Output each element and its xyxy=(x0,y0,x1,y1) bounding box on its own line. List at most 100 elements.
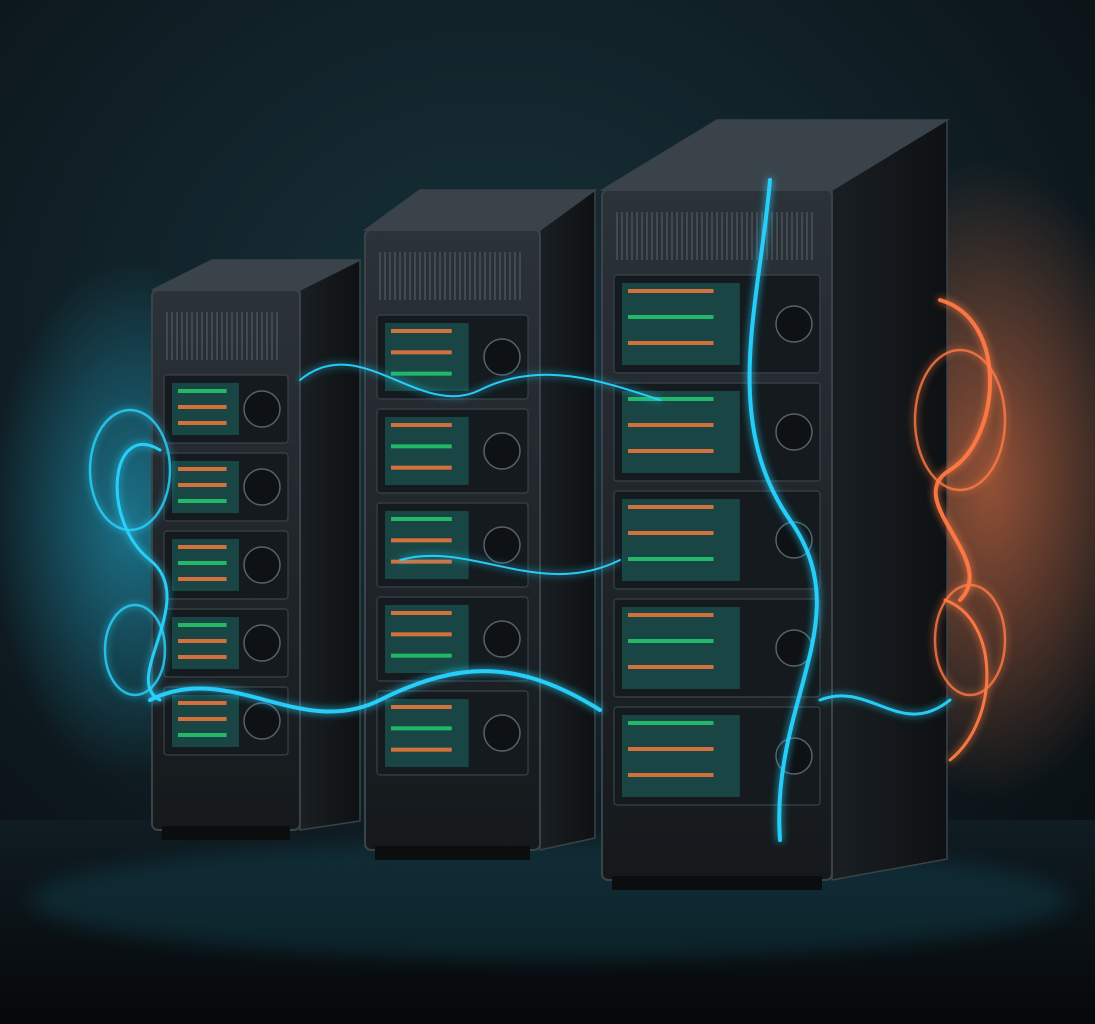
energy-loop xyxy=(913,348,1007,492)
status-led-strip xyxy=(628,747,714,751)
cooling-fan-icon xyxy=(483,620,521,658)
status-led-strip xyxy=(628,639,714,643)
status-led-strip xyxy=(178,389,227,393)
server-module xyxy=(376,690,529,776)
status-led-strip xyxy=(178,483,227,487)
server-module xyxy=(613,382,821,482)
status-led-strip xyxy=(628,423,714,427)
cooling-fan-icon xyxy=(243,546,281,584)
status-led-strip xyxy=(178,545,227,549)
status-led-strip xyxy=(628,505,714,509)
circuit-panel xyxy=(385,699,469,767)
status-led-strip xyxy=(391,653,452,658)
status-led-strip xyxy=(628,289,714,293)
status-led-strip xyxy=(391,444,452,449)
energy-cable-icon xyxy=(299,363,661,401)
vent-grille xyxy=(379,252,521,300)
status-led-strip xyxy=(628,341,714,345)
cooling-fan-icon xyxy=(483,338,521,376)
status-led-strip xyxy=(391,705,452,709)
status-led-strip xyxy=(628,665,714,669)
server-module xyxy=(163,374,289,444)
cooling-fan-icon xyxy=(483,432,521,470)
rack-side-panel xyxy=(539,188,596,851)
status-led-strip xyxy=(178,701,227,705)
server-module xyxy=(613,490,821,590)
status-led-strip xyxy=(178,733,227,737)
status-led-strip xyxy=(628,449,714,453)
vent-grille xyxy=(616,212,813,260)
rack-group xyxy=(151,118,950,890)
energy-cables xyxy=(88,178,1007,842)
circuit-panel xyxy=(622,391,740,473)
energy-loop xyxy=(88,408,172,532)
status-led-strip xyxy=(178,577,227,581)
status-led-strip xyxy=(628,721,714,725)
status-led-strip xyxy=(391,726,452,731)
status-led-strip xyxy=(628,613,714,617)
energy-cable-icon xyxy=(399,554,621,576)
cooling-fan-icon xyxy=(243,390,281,428)
energy-cable-icon xyxy=(933,298,992,602)
energy-cable-icon xyxy=(943,598,989,762)
cooling-fan-icon xyxy=(243,702,281,740)
energy-cable-icon xyxy=(148,669,602,714)
cooling-fan-icon xyxy=(243,624,281,662)
vent-grille xyxy=(166,312,278,360)
server-rack-1 xyxy=(151,258,361,840)
circuit-panel xyxy=(385,417,469,485)
rack-side-panel xyxy=(831,118,948,881)
circuit-panel xyxy=(385,605,469,673)
status-led-strip xyxy=(391,747,452,752)
server-module xyxy=(163,530,289,600)
server-module xyxy=(613,598,821,698)
cooling-fan-icon xyxy=(775,305,813,343)
status-led-strip xyxy=(628,397,714,401)
circuit-panel xyxy=(622,499,740,581)
rack-base xyxy=(375,846,530,860)
circuit-panel xyxy=(622,607,740,689)
rack-base xyxy=(162,826,290,840)
status-led-strip xyxy=(391,632,452,637)
status-led-strip xyxy=(391,465,452,470)
status-led-strip xyxy=(178,639,227,643)
status-led-strip xyxy=(391,559,452,564)
circuit-panel xyxy=(385,511,469,579)
cooling-fan-icon xyxy=(243,468,281,506)
cooling-fan-icon xyxy=(775,413,813,451)
server-module xyxy=(376,314,529,400)
cooling-fan-icon xyxy=(483,714,521,752)
server-rack-3 xyxy=(599,118,950,890)
server-module xyxy=(163,686,289,756)
status-led-strip xyxy=(628,315,714,319)
status-led-strip xyxy=(178,623,227,627)
status-led-strip xyxy=(628,557,714,561)
server-module xyxy=(163,608,289,678)
cooling-fan-icon xyxy=(775,521,813,559)
server-module xyxy=(163,452,289,522)
status-led-strip xyxy=(391,517,452,521)
circuit-panel xyxy=(622,715,740,797)
status-led-strip xyxy=(391,423,452,427)
server-module xyxy=(376,502,529,588)
status-led-strip xyxy=(391,350,452,355)
status-led-strip xyxy=(628,773,714,777)
energy-loop xyxy=(103,603,167,697)
server-module xyxy=(613,706,821,806)
status-led-strip xyxy=(391,329,452,333)
status-led-strip xyxy=(178,655,227,659)
server-rack-2 xyxy=(362,188,598,860)
server-module xyxy=(613,274,821,374)
status-led-strip xyxy=(628,531,714,535)
energy-cable-icon xyxy=(115,442,169,702)
status-led-strip xyxy=(178,421,227,425)
circuit-panel xyxy=(622,283,740,365)
status-led-strip xyxy=(391,538,452,543)
rack-base xyxy=(612,876,822,890)
status-led-strip xyxy=(391,371,452,376)
status-led-strip xyxy=(391,611,452,615)
status-led-strip xyxy=(178,405,227,409)
status-led-strip xyxy=(178,467,227,471)
